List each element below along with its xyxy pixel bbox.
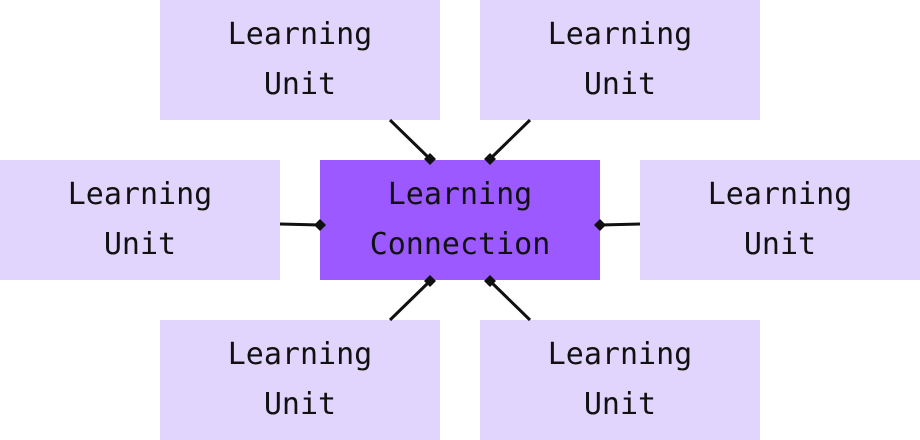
learning-unit-bottom-left: Learning Unit xyxy=(160,320,440,440)
connector-middle-left xyxy=(279,222,321,227)
learning-connection-hub: Learning Connection xyxy=(320,160,600,280)
connector-middle-right xyxy=(599,222,641,227)
connector-bottom-left xyxy=(388,279,432,322)
learning-unit-middle-left: Learning Unit xyxy=(0,160,280,280)
learning-unit-top-left: Learning Unit xyxy=(160,0,440,120)
learning-unit-middle-right: Learning Unit xyxy=(640,160,920,280)
learning-unit-bottom-right: Learning Unit xyxy=(480,320,760,440)
connector-top-right xyxy=(488,118,532,161)
connector-bottom-right xyxy=(488,279,532,322)
learning-unit-top-right: Learning Unit xyxy=(480,0,760,120)
connector-top-left xyxy=(388,118,432,161)
